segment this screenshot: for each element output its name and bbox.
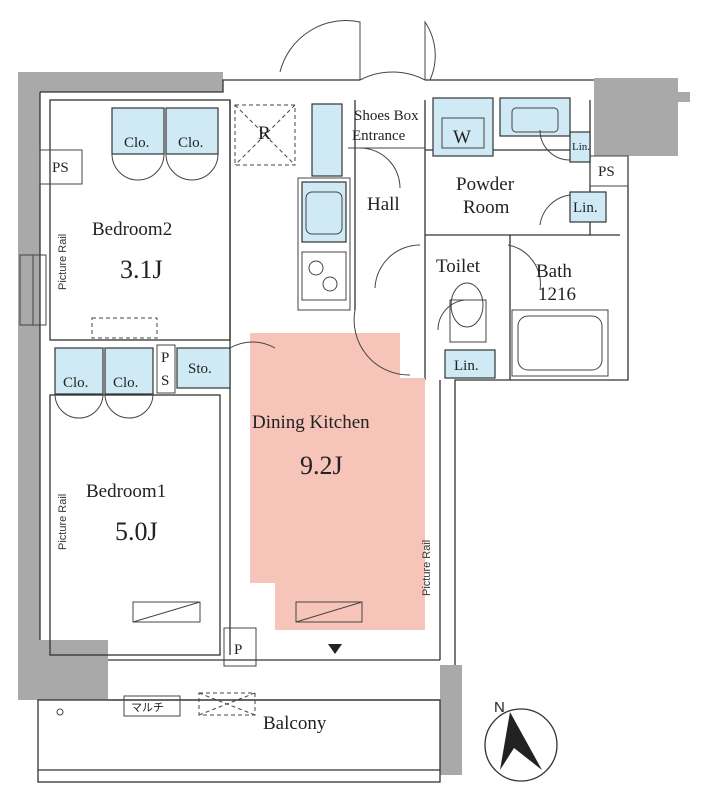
door-swings [353,129,571,376]
washer-space: W [432,97,494,157]
linen-label: Lin. [572,141,590,153]
entrance-door [279,20,436,81]
refrigerator-space: R [234,104,296,166]
toilet-label: Toilet [436,256,481,277]
toilet-fixture [449,282,487,343]
north-label: N [494,699,505,716]
dining-kitchen-floor [250,333,425,630]
bedroom2-size: 3.1J [120,255,163,284]
powder-room-line1: Powder [456,174,515,195]
washer-label: W [453,127,471,148]
balcony-label: Balcony [263,713,327,734]
linen-cabinets: Lin. Lin. Lin. [444,131,607,379]
bedroom1-size: 5.0J [115,517,158,546]
bedroom2-name: Bedroom2 [92,219,172,240]
shoes-box: Shoes Box Entrance [311,103,425,177]
shoes-box-label: Shoes Box [354,108,419,124]
pipe-spaces: PS PS P S P [39,149,629,667]
vanity [499,97,571,137]
closet-label: Clo. [113,375,138,391]
air-conditioners [91,317,363,716]
ps-vertical-label: S [161,373,169,389]
hall-label: Hall [367,194,400,215]
bathtub [511,309,609,377]
ps-label: PS [598,164,615,180]
multi-unit: マルチ [56,695,181,717]
kitchen-counter [297,177,351,311]
picture-rail-label: Picture Rail [57,494,69,550]
storage-label: Sto. [188,361,212,377]
left-window [19,254,47,326]
dining-kitchen-name: Dining Kitchen [252,412,370,433]
picture-rail-label: Picture Rail [421,540,433,596]
closet-label: Clo. [178,135,203,151]
bedroom1-name: Bedroom1 [86,481,166,502]
bedroom2-closets: Clo. Clo. [111,107,219,181]
walls [37,79,629,783]
exterior-walls [18,72,690,775]
ps-label: PS [52,160,69,176]
powder-room-line2: Room [463,197,510,218]
entrance-label: Entrance [352,128,406,144]
linen-label: Lin. [454,358,479,374]
balcony-arrow [328,644,342,654]
storage: Sto. [176,341,276,389]
closet-label: Clo. [124,135,149,151]
ps-vertical-label: P [161,350,169,366]
multi-label: マルチ [131,701,164,714]
north-compass: N [484,699,558,782]
bath-size: 1216 [538,284,576,305]
bedroom1-closets: Clo. Clo. [54,347,154,419]
pipe-label: P [234,642,242,658]
dining-kitchen-size: 9.2J [300,451,343,480]
refrigerator-label: R [258,123,271,144]
bath-name: Bath [536,261,572,282]
closet-label: Clo. [63,375,88,391]
linen-label: Lin. [573,200,598,216]
picture-rail-label: Picture Rail [57,234,69,290]
